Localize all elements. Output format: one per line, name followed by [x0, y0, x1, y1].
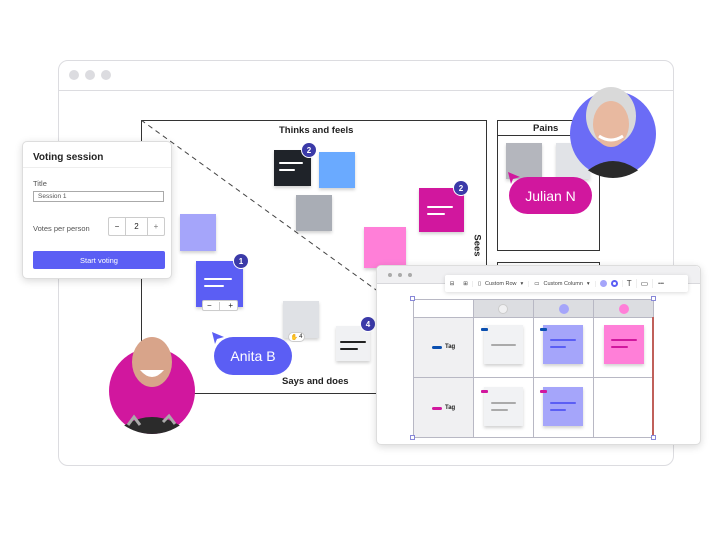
voting-title: Voting session — [23, 142, 171, 168]
column-header[interactable] — [593, 299, 654, 318]
table-sticky[interactable] — [543, 387, 583, 426]
title-label: Title — [33, 179, 47, 188]
container-icon[interactable]: ▭ — [637, 279, 654, 288]
votes-stepper[interactable]: − 2 + — [108, 217, 165, 236]
row-height-icon[interactable]: ⊟ — [449, 280, 455, 287]
votes-label: Votes per person — [33, 224, 90, 233]
column-icon: ▭ — [534, 280, 540, 287]
more-button[interactable]: ••• — [658, 280, 664, 287]
vote-badge: 4 — [360, 316, 376, 332]
table-sticky[interactable] — [604, 325, 644, 364]
votes-minus-button[interactable]: − — [109, 218, 126, 235]
window-dot — [69, 70, 79, 80]
reaction-badge[interactable]: ✋4 — [288, 332, 305, 342]
votes-value[interactable]: 2 — [134, 222, 139, 231]
sticky-note-magenta[interactable] — [419, 188, 464, 232]
vote-plus[interactable]: + — [228, 301, 234, 310]
resize-handle[interactable] — [410, 435, 415, 440]
tag-marker — [540, 390, 547, 393]
row-icon: ▯ — [478, 280, 482, 287]
window-dot — [388, 273, 392, 277]
says-does-label: Says and does — [282, 376, 349, 387]
diagonal-divider — [141, 120, 380, 293]
column-header[interactable] — [473, 299, 534, 318]
window-dot — [101, 70, 111, 80]
sticky-note[interactable] — [506, 143, 542, 179]
sticky-note-lavender[interactable] — [180, 214, 216, 251]
fill-color-button[interactable] — [599, 280, 607, 287]
clap-icon: ✋ — [290, 334, 299, 341]
pains-divider — [497, 135, 600, 136]
resize-handle[interactable] — [410, 296, 415, 301]
table-corner-cell — [413, 299, 474, 318]
vote-stepper[interactable]: −+ — [202, 300, 238, 311]
julian-avatar — [570, 87, 656, 178]
row-header[interactable]: Tag — [413, 317, 474, 378]
sees-label: Sees — [471, 234, 483, 257]
anita-avatar — [109, 337, 195, 434]
sticky-note-pink[interactable] — [364, 227, 406, 268]
tag-marker — [481, 390, 488, 393]
pains-frame — [497, 120, 600, 251]
window-dot — [408, 273, 412, 277]
window-divider — [59, 90, 673, 91]
table-sticky[interactable] — [543, 325, 583, 364]
table-sticky[interactable] — [484, 387, 523, 426]
resize-handle[interactable] — [651, 435, 656, 440]
anita-cursor-label: Anita B — [214, 337, 292, 375]
vote-badge: 1 — [233, 253, 249, 269]
title-input[interactable]: Session 1 — [33, 191, 164, 202]
votes-plus-button[interactable]: + — [147, 218, 164, 235]
thinks-feels-label: Thinks and feels — [279, 125, 354, 136]
window-dot — [398, 273, 402, 277]
vote-badge: 2 — [453, 180, 469, 196]
sticky-note-light[interactable] — [336, 326, 370, 361]
window-dot — [85, 70, 95, 80]
vote-badge: 2 — [301, 142, 317, 158]
chevron-down-icon: ▾ — [520, 280, 524, 287]
tag-marker — [540, 328, 547, 331]
text-format-button[interactable]: T — [623, 279, 637, 288]
resize-handle[interactable] — [651, 296, 656, 301]
cursor-icon — [508, 172, 520, 184]
start-voting-button[interactable]: Start voting — [33, 251, 165, 269]
column-resize-handle[interactable] — [652, 317, 654, 438]
sticky-note-blue[interactable] — [319, 152, 355, 188]
custom-column-dropdown[interactable]: ▭Custom Column▾ — [529, 280, 596, 287]
tag-marker — [481, 328, 488, 331]
border-color-button[interactable] — [610, 280, 618, 287]
julian-cursor-label: Julian N — [509, 177, 592, 214]
custom-row-dropdown[interactable]: ▯Custom Row▾ — [473, 280, 530, 287]
sticky-note-gray[interactable] — [283, 301, 319, 338]
cursor-icon — [212, 332, 224, 344]
vote-minus[interactable]: − — [206, 301, 212, 310]
sticky-note-gray[interactable] — [296, 195, 332, 231]
table-sticky[interactable] — [484, 325, 523, 364]
voting-panel: Voting session Title Session 1 Votes per… — [22, 141, 172, 279]
chevron-down-icon: ▾ — [586, 280, 590, 287]
column-header[interactable] — [533, 299, 594, 318]
row-header[interactable]: Tag — [413, 377, 474, 438]
column-width-icon[interactable]: ⊞ — [459, 280, 473, 287]
pains-label: Pains — [533, 123, 559, 134]
sticky-note-purple[interactable] — [196, 261, 243, 307]
table-toolbar: ⊟ ⊞ ▯Custom Row▾ ▭Custom Column▾ T ▭ ••• — [445, 275, 688, 292]
